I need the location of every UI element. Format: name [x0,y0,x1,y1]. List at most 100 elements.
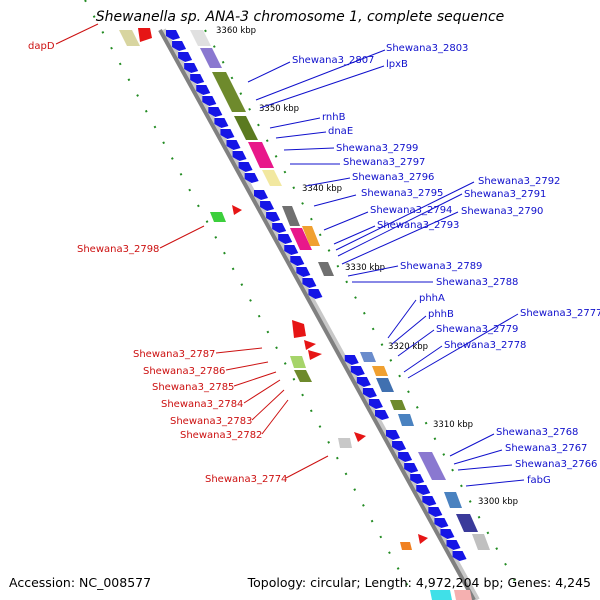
forward-gene-arrow [202,96,217,106]
feature-box [418,452,446,480]
gene-label: Shewana3_2766 [515,459,597,470]
feature-box [444,492,462,508]
accession-text: Accession: NC_008577 [9,575,152,590]
forward-gene-arrow [350,366,365,376]
forward-gene-arrow [254,190,268,200]
feature-box [390,400,406,410]
topology-text: Topology: circular; Length: 4,972,204 bp… [247,575,591,590]
gene-label: Shewana3_2790 [461,206,543,217]
right-gene-labels [247,49,525,487]
gene-label: Shewana3_2782 [180,430,262,441]
feature-box [190,30,211,46]
forward-gene-arrow [260,201,275,211]
feature-box [262,170,282,186]
tick-label: 3350 kbp [259,104,299,114]
forward-gene-arrow [184,63,199,73]
forward-gene-arrow [190,74,205,84]
gene-label: dnaE [328,126,353,137]
feature-box [454,590,472,600]
gene-label: Shewana3_2778 [444,340,526,351]
forward-gene-arrow [226,140,241,150]
rna-gene-arrow [354,432,366,442]
feature-box [398,414,414,426]
chromosome-backbone-shadow [160,28,480,600]
chromosome-backbone [158,29,476,600]
forward-gene-arrow [386,430,400,440]
tick-label: 3360 kbp [216,26,256,36]
forward-gene-arrow [166,30,180,40]
feature-box [472,534,490,550]
gene-label: Shewana3_2768 [496,427,578,438]
forward-gene-arrow [416,485,431,495]
forward-gene-arrow [375,410,389,420]
forward-gene-arrow [244,173,259,183]
gene-label: Shewana3_2767 [505,443,587,454]
gene-label: Shewana3_2797 [343,157,425,168]
forward-gene-arrow [308,289,323,299]
forward-gene-arrow [440,529,455,539]
feature-box [290,356,306,368]
feature-box [400,542,412,550]
feature-box [248,142,274,168]
rna-gene-arrow [418,534,428,544]
map-title: Shewanella sp. ANA-3 chromosome 1, compl… [95,9,505,25]
kbp-ticks: 3360 kbp 3350 kbp 3340 kbp 3330 kbp 3320… [216,26,518,507]
feature-box [360,352,376,362]
gene-label: Shewana3_2807 [292,55,374,66]
gene-label: Shewana3_2779 [436,324,518,335]
forward-gene-arrow [278,234,293,244]
feature-box [212,72,246,112]
gene-label: dapD [28,41,55,52]
feature-box [338,438,352,448]
gene-label: Shewana3_2795 [361,188,443,199]
gene-label: phhA [419,293,445,304]
feature-box [290,228,312,250]
gene-label: Shewana3_2774 [205,474,287,485]
gene-label: fabG [527,475,551,486]
forward-gene-arrow [368,399,383,409]
forward-gene-arrow [344,355,359,365]
tick-label: 3330 kbp [345,263,385,273]
gene-label: Shewana3_2792 [478,176,560,187]
gene-label: phhB [428,309,454,320]
tick-label: 3340 kbp [302,184,342,194]
gene-label: Shewana3_2784 [161,399,243,410]
outer-dotted-axis [84,0,411,591]
feature-box [302,226,320,246]
forward-gene-arrow [220,129,235,139]
forward-gene-arrow [362,388,377,398]
forward-gene-arrow [434,518,449,528]
forward-gene-arrow [232,151,247,161]
gene-label: Shewana3_2794 [370,205,452,216]
forward-gene-arrow [404,463,419,473]
forward-gene-arrow [238,162,253,172]
left-gene-label-text: dapD Shewana3_2798 Shewana3_2787 Shewana… [28,41,287,485]
forward-gene-arrow [422,496,437,506]
forward-gene-arrow [392,441,407,451]
gene-label: Shewana3_2789 [400,261,482,272]
forward-gene-track [166,30,467,561]
gene-label: Shewana3_2793 [377,220,459,231]
rna-gene-arrow [292,320,306,338]
inner-dotted-axis [204,29,521,591]
feature-box [372,366,388,376]
forward-gene-arrow [446,540,461,550]
left-gene-labels [55,23,329,479]
gene-label: Shewana3_2786 [143,366,225,377]
forward-gene-arrow [452,551,467,561]
forward-gene-arrow [296,267,311,277]
tick-label: 3300 kbp [478,497,518,507]
forward-gene-arrow [172,41,187,51]
rna-gene-arrow [304,340,316,350]
reverse-gene-track [138,28,428,544]
rna-gene-arrow [308,350,322,360]
rna-gene-arrow [232,205,242,215]
gene-label: Shewana3_2788 [436,277,518,288]
gene-label: rnhB [322,112,346,123]
forward-gene-arrow [410,474,425,484]
tick-label: 3320 kbp [388,342,428,352]
feature-box [210,212,226,222]
gene-label: Shewana3_2785 [152,382,234,393]
gene-label: Shewana3_2798 [77,244,159,255]
gene-label: Shewana3_2791 [464,189,546,200]
